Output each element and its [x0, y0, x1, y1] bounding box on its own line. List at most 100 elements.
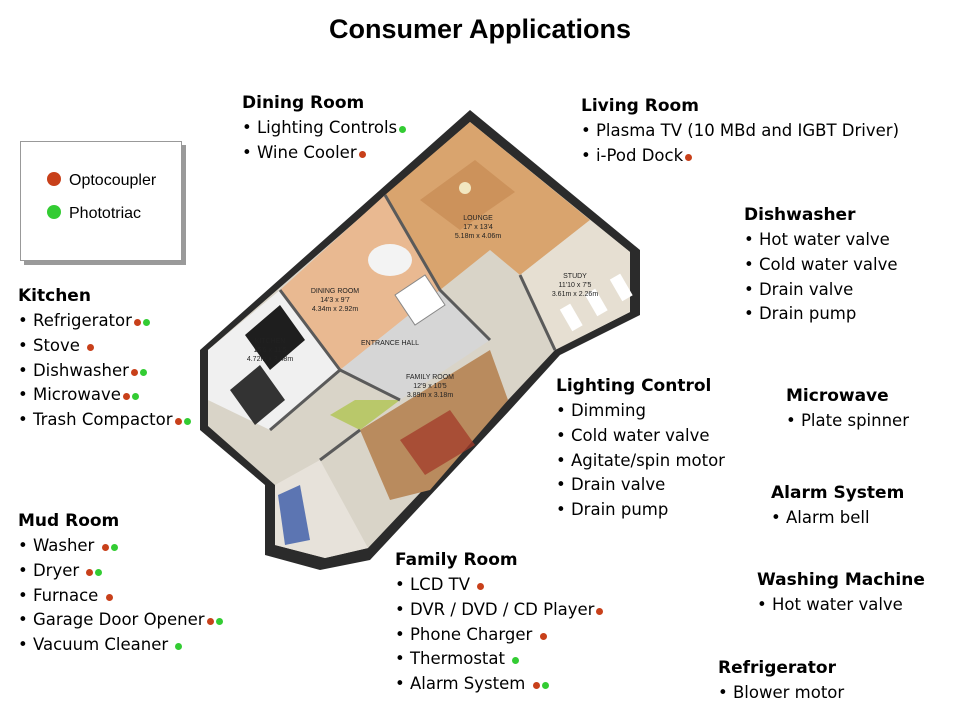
phototriac-dot-icon: [399, 126, 407, 133]
list-item: • Blower motor: [718, 681, 844, 706]
item-list: • LCD TV • DVR / DVD / CD Player• Phone …: [395, 573, 604, 697]
list-item-text: • Dishwasher: [18, 360, 129, 380]
optocoupler-dot-icon: [105, 593, 113, 601]
phototriac-dot-icon: [175, 643, 183, 651]
list-item: • Microwave: [18, 383, 191, 408]
list-item-text: • Garage Door Opener: [18, 610, 205, 630]
section-title: Lighting Control: [556, 376, 712, 396]
item-list: • Alarm bell: [771, 506, 904, 531]
dining-room-dimensions: 14'3 x 9'7: [320, 297, 350, 304]
list-item-text: • Agitate/spin motor: [556, 450, 725, 470]
list-item: • Thermostat: [395, 647, 603, 672]
optocoupler-dot-icon: [477, 583, 485, 590]
floor-plan-illustration: LOUNGE 17' x 13'4 5.18m x 4.06m STUDY 11…: [200, 110, 640, 570]
optocoupler-dot-icon: [101, 544, 109, 551]
list-item-text: • Thermostat: [395, 649, 511, 669]
legend-optocoupler-label: Optocoupler: [69, 172, 157, 189]
kitchen-dimensions: 15'6 x 11'5: [254, 347, 287, 354]
section-title: Family Room: [395, 550, 518, 570]
list-item-text: • Hot water valve: [757, 595, 903, 614]
optocoupler-dot-icon: [87, 343, 95, 351]
lounge-dimensions-metric: 5.18m x 4.06m: [455, 233, 501, 240]
section-family-room: Family Room • LCD TV • DVR / DVD / CD Pl…: [395, 550, 604, 697]
study-dimensions: 11'10 x 7'5: [559, 282, 592, 289]
list-item-text: • Cold water valve: [556, 425, 710, 445]
optocoupler-dot-icon: [539, 632, 547, 640]
phototriac-dot-icon: [139, 368, 147, 376]
dining-room-dimensions-metric: 4.34m x 2.92m: [312, 306, 358, 313]
list-item: • Drain valve: [556, 473, 725, 498]
list-item: • Lighting Controls: [242, 116, 407, 141]
list-item-text: • Vacuum Cleaner: [18, 635, 174, 655]
list-item: • Cold water valve: [744, 253, 898, 278]
study-dimensions-metric: 3.61m x 2.26m: [552, 291, 598, 298]
list-item: • DVR / DVD / CD Player: [395, 598, 604, 623]
list-item-text: • Drain pump: [744, 304, 857, 324]
list-item-text: • Microwave: [18, 385, 121, 405]
list-item: • Dishwasher: [18, 359, 191, 384]
phototriac-marker-icon: [47, 204, 61, 219]
list-item: • Refrigerator: [18, 309, 191, 334]
legend-phototriac: Phototriac: [47, 204, 142, 223]
section-title: Dining Room: [242, 93, 365, 113]
family-room-label: FAMILY ROOM: [406, 374, 454, 381]
list-item: • Furnace: [18, 584, 223, 609]
page-title: Consumer Applications: [328, 14, 632, 44]
list-item-text: • Hot water valve: [744, 230, 890, 249]
list-item: • Hot water valve: [757, 593, 925, 618]
optocoupler-dot-icon: [532, 682, 540, 690]
optocoupler-dot-icon: [122, 393, 130, 401]
section-title: Washing Machine: [757, 570, 925, 590]
list-item: • Alarm System: [395, 672, 603, 697]
section-mud-room: Mud Room • Washer • Dryer • Furnace • Ga…: [18, 511, 223, 658]
study-label: STUDY: [563, 273, 587, 280]
family-room-dimensions: 12'9 x 10'5: [413, 383, 447, 390]
phototriac-dot-icon: [541, 682, 549, 690]
kitchen-label: KITCHEN: [255, 338, 286, 345]
list-item-text: • Stove: [18, 335, 86, 355]
phototriac-dot-icon: [110, 544, 118, 551]
list-item-text: • LCD TV: [395, 575, 476, 594]
section-lighting-control: Lighting Control • Dimming• Cold water v…: [556, 376, 725, 523]
item-list: • Washer • Dryer • Furnace • Garage Door…: [18, 534, 223, 658]
phototriac-dot-icon: [215, 618, 223, 626]
list-item: • Cold water valve: [556, 424, 725, 449]
legend-optocoupler: Optocoupler: [47, 171, 157, 190]
legend-phototriac-label: Phototriac: [69, 205, 142, 222]
item-list: • Lighting Controls• Wine Cooler: [242, 116, 407, 166]
list-item-text: • i-Pod Dock: [581, 145, 684, 165]
item-list: • Hot water valve: [757, 593, 925, 618]
list-item-text: • Dryer: [18, 560, 85, 580]
item-list: • Plate spinner: [786, 409, 909, 434]
list-item-text: • Phone Charger: [395, 624, 538, 644]
optocoupler-dot-icon: [174, 418, 182, 426]
dining-room-label: DINING ROOM: [311, 288, 359, 295]
section-refrigerator: Refrigerator • Blower motor: [718, 658, 844, 706]
list-item: • Plate spinner: [786, 409, 909, 434]
optocoupler-marker-icon: [47, 171, 61, 186]
section-title: Alarm System: [771, 483, 905, 503]
list-item: • Wine Cooler: [242, 141, 406, 166]
item-list: • Hot water valve • Cold water valve • Dra…: [744, 228, 898, 327]
list-item-text: • Cold water valve: [744, 254, 898, 274]
lounge-dimensions: 17' x 13'4: [463, 224, 493, 231]
optocoupler-dot-icon: [206, 618, 214, 626]
list-item-text: • Plasma TV (10 MBd and IGBT Driver): [581, 121, 900, 140]
optocoupler-dot-icon: [130, 368, 138, 376]
optocoupler-dot-icon: [596, 607, 604, 615]
list-item: • Agitate/spin motor: [556, 449, 725, 474]
section-title: Living Room: [581, 96, 699, 116]
section-dining-room: Dining Room • Lighting Controls• Wine Co…: [242, 93, 407, 166]
list-item-text: • Alarm bell: [771, 508, 870, 527]
optocoupler-dot-icon: [86, 568, 94, 576]
optocoupler-dot-icon: [685, 153, 693, 161]
list-item-text: • Plate spinner: [786, 411, 909, 430]
section-title: Dishwasher: [744, 205, 856, 225]
item-list: • Blower motor: [718, 681, 844, 706]
list-item-text: • Alarm System: [395, 674, 531, 694]
item-list: • Dimming• Cold water valve• Agitate/spi…: [556, 399, 725, 523]
section-washing-machine: Washing Machine • Hot water valve: [757, 570, 925, 618]
legend: Optocoupler Phototriac: [20, 141, 182, 261]
family-room-dimensions-metric: 3.89m x 3.18m: [407, 392, 453, 399]
list-item: • Drain valve: [744, 278, 898, 303]
